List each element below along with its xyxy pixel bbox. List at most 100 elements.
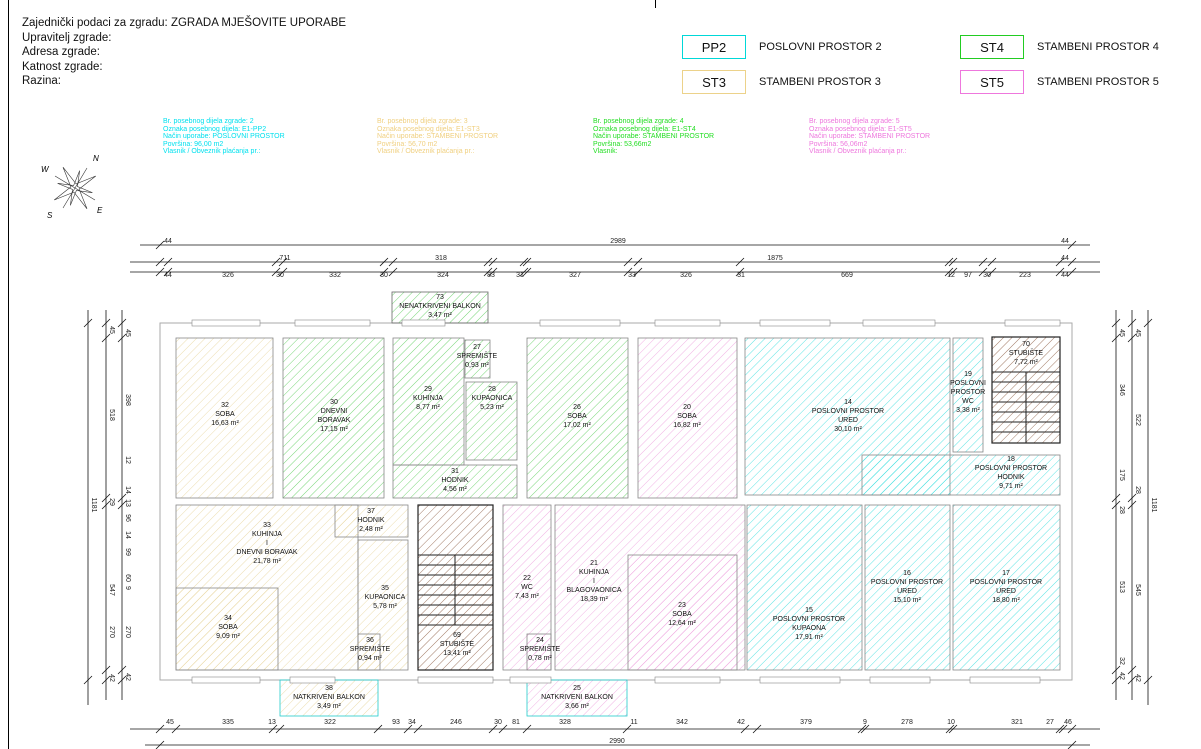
dimension-label: 318: [435, 255, 447, 262]
dimension-label: 45: [1134, 329, 1141, 337]
room-name: NATKRIVENI BALKON: [541, 694, 613, 701]
room-name: NENATKRIVENI BALKON: [399, 303, 481, 310]
room-number: 34: [224, 615, 232, 622]
info-line: Oznaka posebnog dijela: E1-ST3: [377, 125, 480, 133]
room-number: 20: [683, 404, 691, 411]
room-name: NATKRIVENI BALKON: [293, 694, 365, 701]
dimension-label: 223: [1019, 272, 1031, 279]
info-line: Način uporabe: STAMBENI PROSTOR: [377, 133, 499, 141]
info-line: Br. posebnog dijela zgrade: 5: [809, 118, 900, 125]
info-line: Način uporabe: STAMBENI PROSTOR: [593, 133, 715, 141]
window: [294, 319, 371, 327]
room-name: SOBA: [567, 413, 587, 420]
room-number: 24: [536, 637, 544, 644]
room-name: STUBIŠTE: [1009, 348, 1044, 357]
compass-rose-icon: N W S E: [41, 154, 103, 220]
info-line: Br. posebnog dijela zgrade: 4: [593, 118, 684, 125]
room-name: BLAGOVAONICA: [566, 587, 621, 594]
room-area: 21,78 m²: [253, 558, 281, 565]
room-area: 4,56 m²: [443, 486, 467, 493]
legend-label-st5: STAMBENI PROSTOR 5: [1037, 76, 1159, 88]
legend-label-st4: STAMBENI PROSTOR 4: [1037, 41, 1159, 53]
dimension-label: 30: [380, 272, 388, 279]
info-line: Vlasnik / Obveznik plaćanja pr.:: [163, 148, 261, 156]
window: [654, 319, 721, 327]
room-number: 30: [330, 399, 338, 406]
dimension-label: 42: [124, 673, 131, 681]
dimension-label: 42: [108, 674, 115, 682]
dimension-label: 513: [1118, 581, 1125, 593]
room-name: POSLOVNI PROSTOR: [871, 579, 943, 586]
room-name: HODNIK: [997, 474, 1025, 481]
info-line: Vlasnik:: [593, 148, 618, 156]
room-name: WC: [521, 584, 533, 591]
room-25: [526, 679, 628, 717]
room-area: 12,64 m²: [668, 620, 696, 627]
room-area: 16,63 m²: [211, 420, 239, 427]
dimension-label: 60: [124, 574, 131, 582]
room-number: 37: [367, 508, 375, 515]
room-number: 38: [325, 685, 333, 692]
room-number: 36: [366, 637, 374, 644]
room-number: 31: [451, 468, 459, 475]
compass-e: E: [97, 206, 103, 215]
room-area: 5,78 m²: [373, 603, 397, 610]
info-line: Način uporabe: POSLOVNI PROSTOR: [163, 133, 285, 141]
room-name: URED: [838, 417, 858, 424]
compass-s: S: [47, 211, 53, 220]
dimension-label: 711: [279, 255, 290, 262]
info-line: Površina: 56,06m2: [809, 140, 868, 148]
dimension-label: 10: [947, 719, 955, 726]
room-name: KUHINJA: [579, 569, 609, 576]
info-line: Oznaka posebnog dijela: E1-ST4: [593, 125, 696, 133]
room-16: [864, 504, 951, 671]
room-area: 3,47 m²: [428, 312, 452, 319]
room-name: POSLOVNI: [950, 380, 986, 387]
window: [654, 676, 721, 684]
legend-box-st4: ST4: [960, 35, 1024, 59]
room-number: 25: [573, 685, 581, 692]
room-30: [282, 337, 385, 499]
room-name: KUPAONICA: [472, 395, 513, 402]
dimension-label: 97: [964, 272, 972, 279]
room-number: 22: [523, 575, 531, 582]
dimension-label: 30: [494, 719, 502, 726]
room-name: KUHINJA: [413, 395, 443, 402]
dimension-label: 669: [841, 272, 853, 279]
dimension-label: 1181: [90, 497, 97, 512]
dimension-label: 30: [983, 272, 991, 279]
dimension-label: 45: [108, 326, 115, 334]
room-number: 35: [381, 585, 389, 592]
room-number: 15: [805, 607, 813, 614]
dimension-label: 99: [124, 548, 131, 556]
room-26: [526, 337, 629, 499]
window: [289, 676, 336, 684]
dimension-label: 45: [166, 719, 174, 726]
info-line: Vlasnik / Obveznik plaćanja pr.:: [377, 148, 475, 156]
room-number: 21: [590, 560, 598, 567]
room-name: I: [593, 578, 595, 585]
dimension-label: 175: [1118, 469, 1125, 481]
legend-box-st5: ST5: [960, 70, 1024, 94]
dimension-label: 83: [487, 272, 495, 279]
legend-box-st3: ST3: [682, 70, 746, 94]
room-name: SOBA: [677, 413, 697, 420]
dimension-label: 346: [1118, 384, 1125, 396]
dimension-label: 335: [222, 719, 234, 726]
dimension-label: 93: [392, 719, 400, 726]
room-number: 28: [488, 386, 496, 393]
info-line: Oznaka posebnog dijela: E1-ST5: [809, 125, 912, 133]
dimension-label: 32: [1118, 657, 1125, 665]
room-area: 9,71 m²: [999, 483, 1023, 490]
room-15: [746, 504, 863, 671]
room-area: 17,15 m²: [320, 426, 348, 433]
room-number: 14: [844, 399, 852, 406]
header-line-level: Razina:: [22, 75, 61, 87]
header-line-building: Zajednički podaci za zgradu: ZGRADA MJEŠ…: [22, 17, 347, 29]
header-line-manager: Upravitelj zgrade:: [22, 31, 112, 44]
legend-label-pp2: POSLOVNI PROSTOR 2: [759, 41, 882, 53]
dimension-label: 44: [1061, 255, 1069, 262]
room-name: POSLOVNI PROSTOR: [975, 465, 1047, 472]
